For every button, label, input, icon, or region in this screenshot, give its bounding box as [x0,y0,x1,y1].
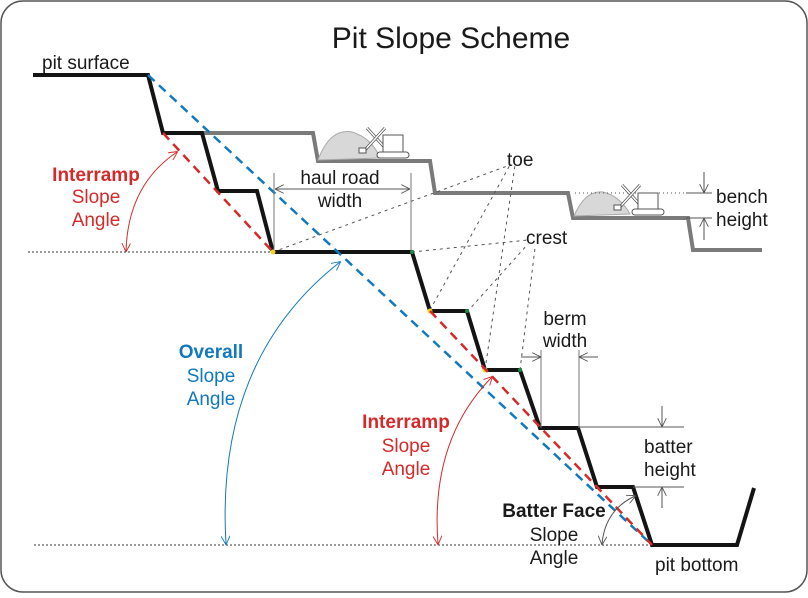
berm-width-label-2: width [542,331,587,352]
pit-bottom-label: pit bottom [655,555,738,576]
excavator-icon [358,126,410,159]
interramp-slope-line-lower [429,310,653,546]
haul-road-label-2: width [317,191,362,212]
batter-face-angle-arc [602,496,635,544]
berm-width-label-1: berm [543,309,586,330]
overall-label-1: Overall [179,342,243,363]
crest-marker [410,250,414,254]
toe-marker [270,249,276,255]
haul-road-label-1: haul road [300,168,379,189]
crest-marker [518,368,522,372]
interramp-lower-label-3: Angle [382,459,431,480]
overall-label-3: Angle [187,389,236,410]
toe-label: toe [507,150,533,171]
crest-label: crest [526,228,568,249]
batter-face-label-3: Angle [530,548,579,569]
overall-label-2: Slope [187,366,236,387]
interramp-upper-label-2: Slope [72,187,121,208]
overall-slope-line [147,74,653,546]
interramp-upper-label-1: Interramp [52,165,140,186]
interramp-angle-arc-upper [126,152,177,251]
batter-face-label-2: Slope [530,525,579,546]
interramp-lower-label-2: Slope [382,436,431,457]
crest-marker [465,309,469,313]
interramp-upper-label-3: Angle [72,210,121,231]
toe-crest-leaders [272,164,536,371]
batter-height-label-2: height [644,460,696,481]
excavator-icon [613,183,665,216]
upper-bench-profile [202,131,762,252]
pit-surface-label: pit surface [42,53,130,74]
interramp-lower-label-1: Interramp [362,412,450,433]
interramp-slope-line-upper [162,132,274,253]
page-title: Pit Slope Scheme [332,22,570,55]
overall-angle-arc [225,262,340,544]
batter-face-label-1: Batter Face [502,501,606,522]
bench-height-label-2: height [716,210,768,231]
batter-height-label-1: batter [644,437,693,458]
bench-height-label-1: bench [716,187,768,208]
interramp-angle-arc-lower [437,377,492,544]
